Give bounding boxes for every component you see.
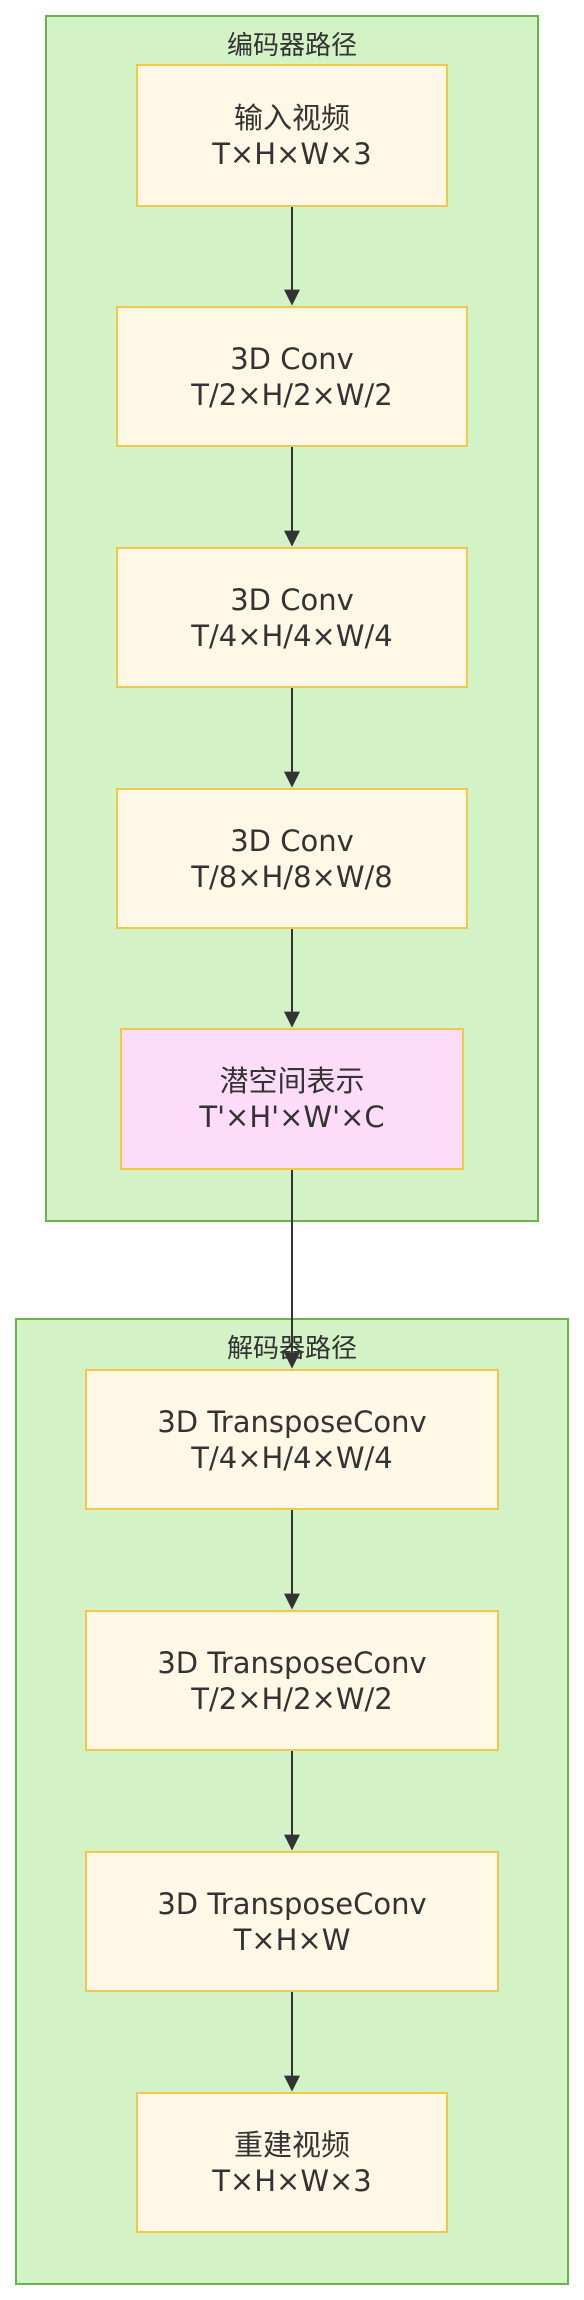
node-latent-title: 潜空间表示 xyxy=(219,1064,365,1098)
node-conv-2: 3D Conv T/4×H/4×W/4 xyxy=(116,547,468,688)
node-conv-1-shape: T/2×H/2×W/2 xyxy=(191,377,393,412)
node-input-video: 输入视频 T×H×W×3 xyxy=(136,64,448,207)
node-tconv-2: 3D TransposeConv T/2×H/2×W/2 xyxy=(85,1610,499,1751)
node-conv-3: 3D Conv T/8×H/8×W/8 xyxy=(116,788,468,929)
node-tconv-3-shape: T×H×W xyxy=(233,1922,351,1957)
node-reconstructed-video: 重建视频 T×H×W×3 xyxy=(136,2092,448,2233)
node-tconv-3: 3D TransposeConv T×H×W xyxy=(85,1851,499,1992)
node-reconstructed-video-title: 重建视频 xyxy=(233,2127,350,2162)
node-input-video-title: 输入视频 xyxy=(233,100,350,135)
node-tconv-3-title: 3D TransposeConv xyxy=(157,1886,427,1921)
node-conv-1: 3D Conv T/2×H/2×W/2 xyxy=(116,306,468,447)
node-input-video-shape: T×H×W×3 xyxy=(212,136,372,171)
node-tconv-1: 3D TransposeConv T/4×H/4×W/4 xyxy=(85,1369,499,1510)
node-latent-shape: T'×H'×W'×C xyxy=(199,1100,385,1134)
node-conv-3-title: 3D Conv xyxy=(230,823,354,858)
node-reconstructed-video-shape: T×H×W×3 xyxy=(212,2163,372,2198)
node-conv-3-shape: T/8×H/8×W/8 xyxy=(191,859,393,894)
node-tconv-1-title: 3D TransposeConv xyxy=(157,1404,427,1439)
node-latent: 潜空间表示 T'×H'×W'×C xyxy=(120,1028,464,1170)
encoder-group-title: 编码器路径 xyxy=(226,31,357,61)
node-conv-1-title: 3D Conv xyxy=(230,341,354,376)
node-tconv-1-shape: T/4×H/4×W/4 xyxy=(191,1440,393,1475)
node-tconv-2-title: 3D TransposeConv xyxy=(157,1645,427,1680)
node-conv-2-title: 3D Conv xyxy=(230,582,354,617)
node-conv-2-shape: T/4×H/4×W/4 xyxy=(191,618,393,653)
node-tconv-2-shape: T/2×H/2×W/2 xyxy=(191,1681,393,1716)
